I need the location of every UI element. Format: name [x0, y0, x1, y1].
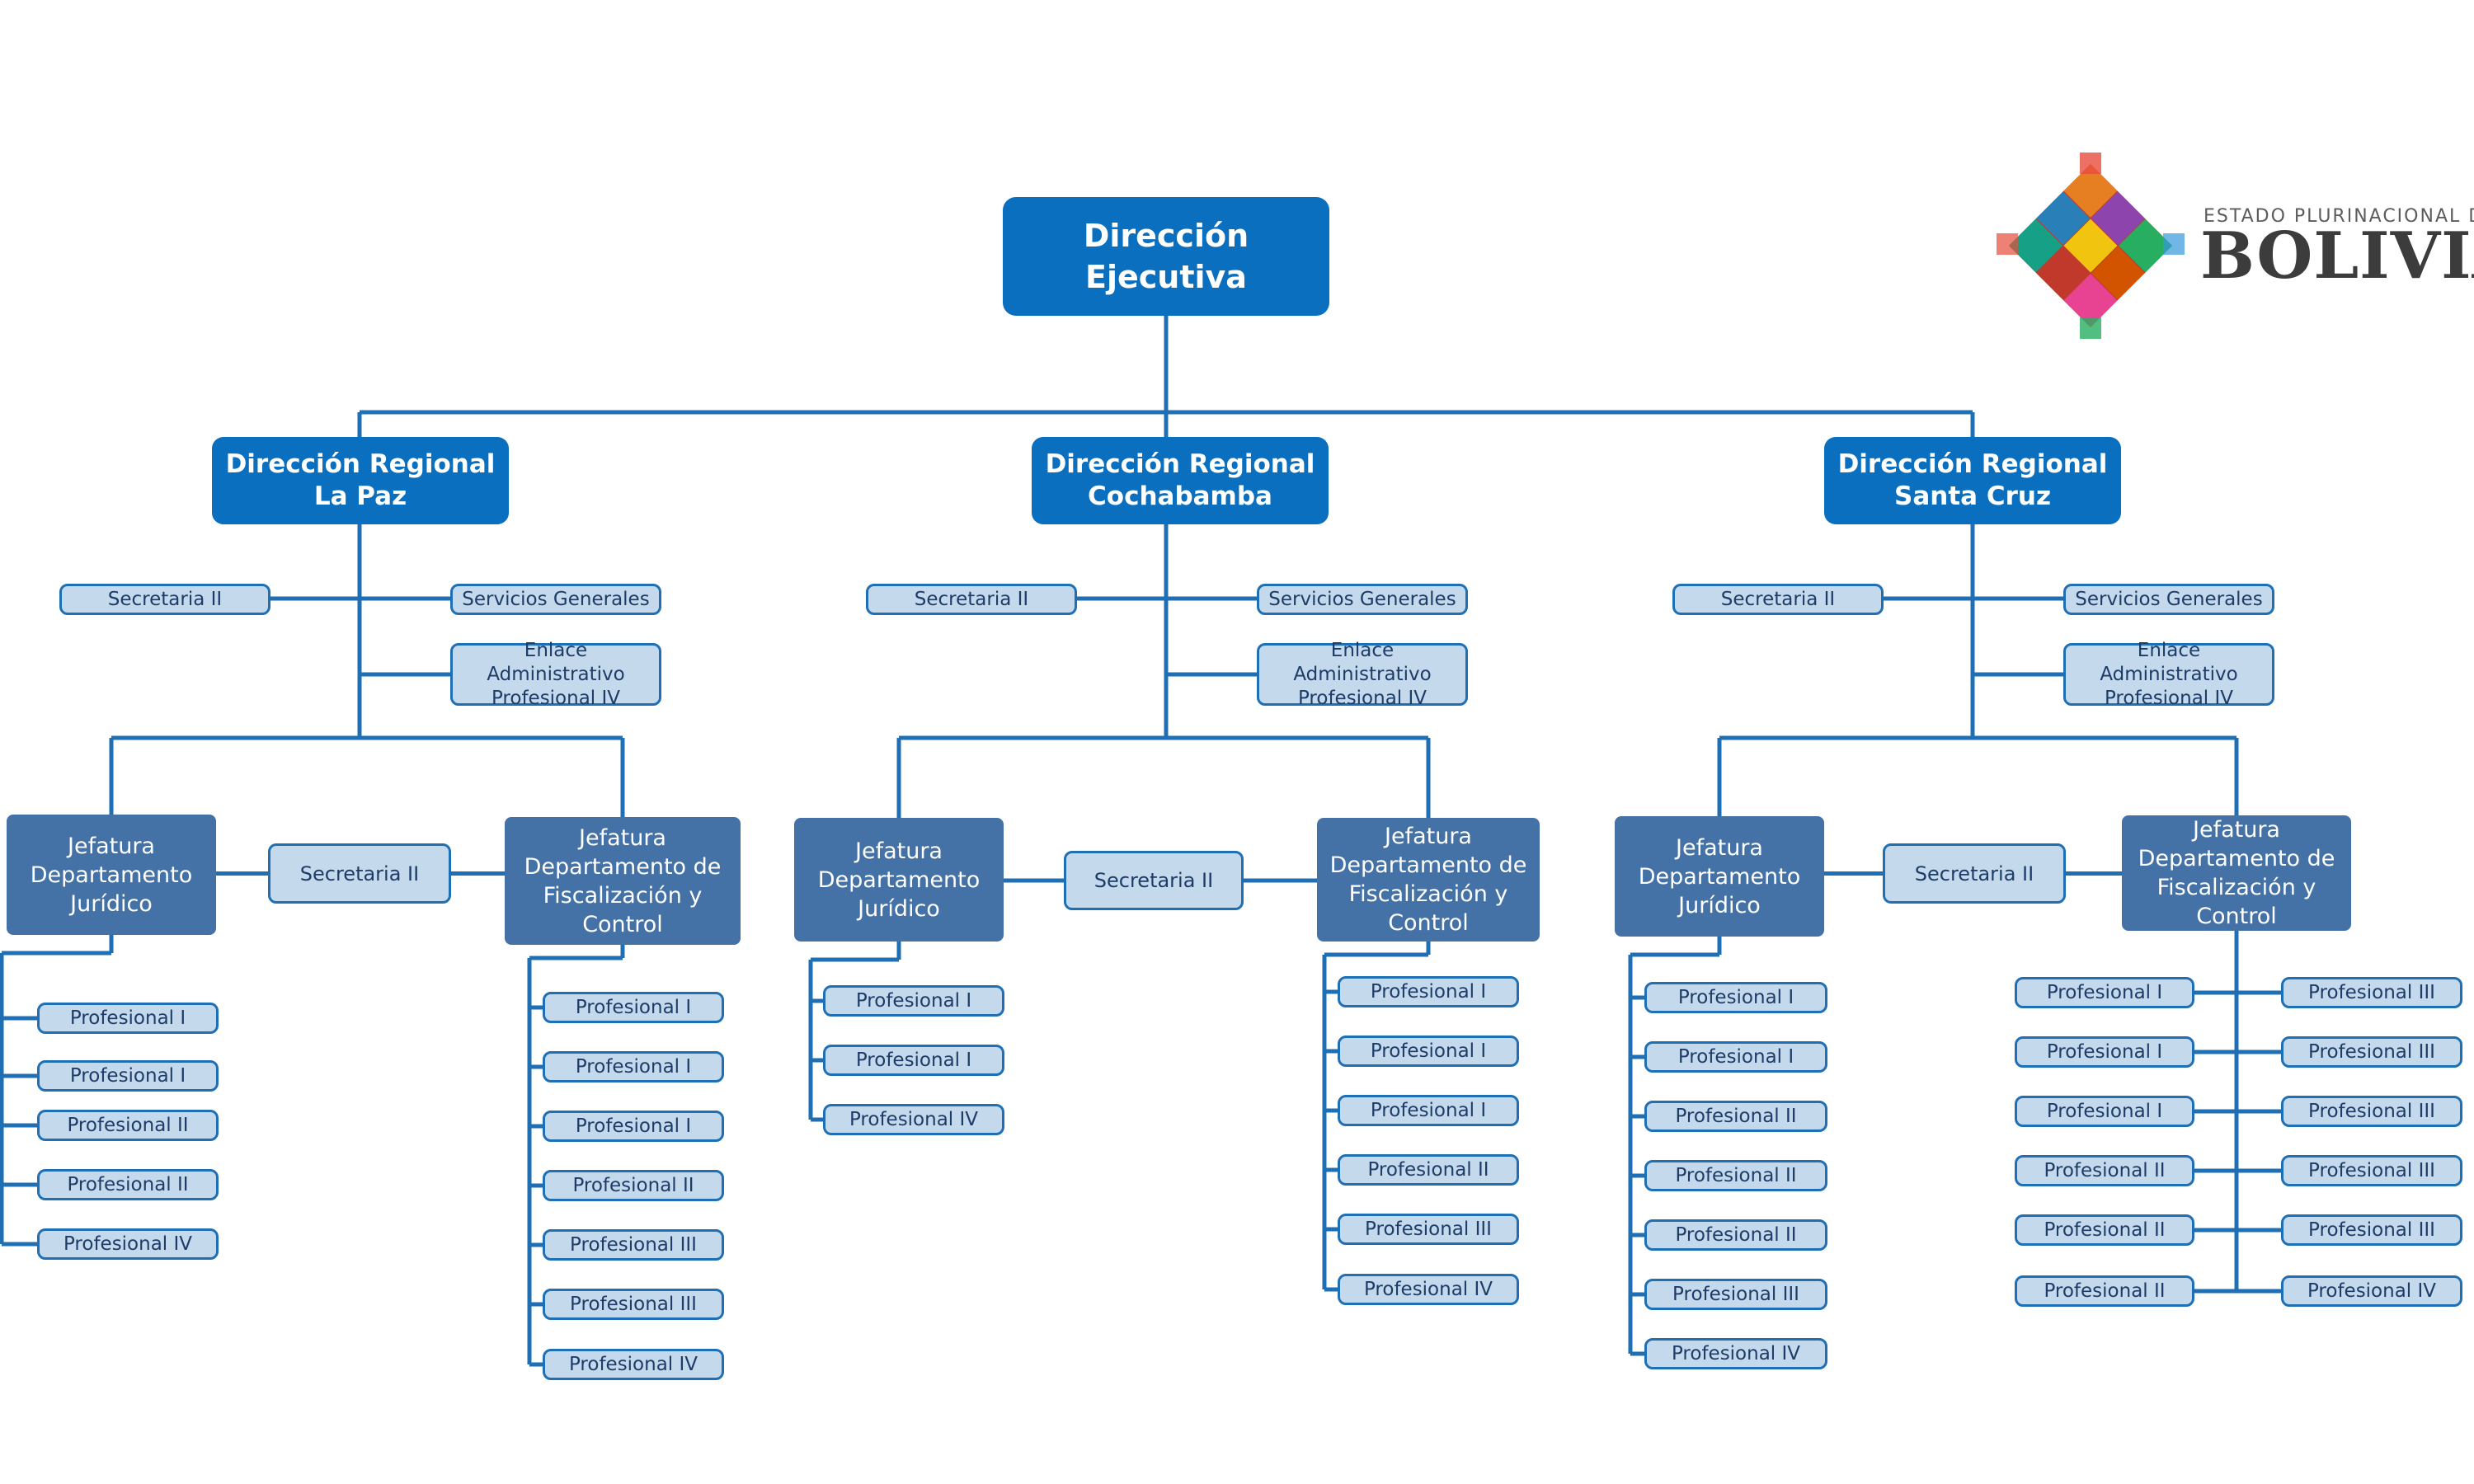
profesional-box: Profesional III — [543, 1229, 724, 1261]
jefatura-fiscalizacion-box: Jefatura Departamento de Fiscalización y… — [2122, 815, 2351, 931]
profesional-box: Profesional III — [2281, 1096, 2462, 1127]
department-secretaria-box: Secretaria II — [268, 843, 451, 904]
direccion-regional-box: Dirección Regional Santa Cruz — [1824, 437, 2121, 524]
profesional-box: Profesional III — [2281, 1155, 2462, 1186]
textile-emblem-icon — [1997, 153, 2185, 339]
profesional-box: Profesional I — [823, 1045, 1004, 1076]
profesional-box: Profesional III — [1644, 1279, 1827, 1310]
profesional-box: Profesional I — [2015, 977, 2194, 1008]
profesional-box: Profesional II — [2015, 1275, 2194, 1307]
profesional-box: Profesional I — [543, 1051, 724, 1082]
profesional-box: Profesional IV — [543, 1349, 724, 1380]
profesional-box: Profesional I — [1644, 982, 1827, 1013]
profesional-box: Profesional III — [1338, 1214, 1519, 1245]
profesional-box: Profesional I — [1338, 976, 1519, 1007]
enlace-administrativo-box: Enlace Administrativo Profesional IV — [2063, 640, 2274, 709]
profesional-box: Profesional II — [2015, 1214, 2194, 1246]
profesional-box: Profesional IV — [37, 1228, 219, 1260]
secretaria-box: Secretaria II — [866, 584, 1077, 615]
secretaria-box: Secretaria II — [59, 584, 270, 615]
profesional-box: Profesional I — [37, 1060, 219, 1092]
profesional-box: Profesional I — [1338, 1095, 1519, 1126]
enlace-administrativo-box: Enlace Administrativo Profesional IV — [1257, 640, 1468, 709]
profesional-box: Profesional III — [2281, 1036, 2462, 1068]
logo-subtitle: ESTADO PLURINACIONAL DE — [2204, 206, 2474, 227]
profesional-box: Profesional II — [37, 1110, 219, 1141]
profesional-box: Profesional I — [543, 992, 724, 1023]
department-secretaria-box: Secretaria II — [1064, 851, 1244, 910]
profesional-box: Profesional II — [543, 1170, 724, 1201]
profesional-box: Profesional III — [2281, 977, 2462, 1008]
profesional-box: Profesional II — [1644, 1219, 1827, 1251]
profesional-box: Profesional III — [543, 1289, 724, 1320]
servicios-generales-box: Servicios Generales — [450, 584, 661, 615]
profesional-box: Profesional II — [2015, 1155, 2194, 1186]
jefatura-juridico-box: Jefatura Departamento Jurídico — [1615, 816, 1824, 937]
profesional-box: Profesional I — [2015, 1036, 2194, 1068]
profesional-box: Profesional I — [823, 985, 1004, 1017]
profesional-box: Profesional III — [2281, 1214, 2462, 1246]
direccion-regional-box: Dirección Regional Cochabamba — [1032, 437, 1329, 524]
jefatura-fiscalizacion-box: Jefatura Departamento de Fiscalización y… — [1317, 818, 1540, 942]
jefatura-fiscalizacion-box: Jefatura Departamento de Fiscalización y… — [505, 817, 741, 945]
profesional-box: Profesional I — [2015, 1096, 2194, 1127]
servicios-generales-box: Servicios Generales — [2063, 584, 2274, 615]
profesional-box: Profesional I — [543, 1111, 724, 1142]
profesional-box: Profesional I — [1338, 1036, 1519, 1067]
enlace-administrativo-box: Enlace Administrativo Profesional IV — [450, 640, 661, 709]
jefatura-juridico-box: Jefatura Departamento Jurídico — [7, 815, 216, 935]
profesional-box: Profesional II — [1644, 1160, 1827, 1191]
department-secretaria-box: Secretaria II — [1883, 843, 2066, 904]
profesional-box: Profesional IV — [1338, 1274, 1519, 1305]
profesional-box: Profesional II — [1644, 1101, 1827, 1132]
profesional-box: Profesional II — [1338, 1154, 1519, 1186]
profesional-box: Profesional II — [37, 1169, 219, 1200]
profesional-box: Profesional IV — [2281, 1275, 2462, 1307]
logo-title: BOLIVIA — [2200, 218, 2474, 294]
direccion-regional-box: Dirección Regional La Paz — [212, 437, 509, 524]
profesional-box: Profesional IV — [1644, 1338, 1827, 1369]
profesional-box: Profesional I — [37, 1003, 219, 1034]
profesional-box: Profesional I — [1644, 1041, 1827, 1073]
direccion-ejecutiva-box: Dirección Ejecutiva — [1003, 197, 1329, 316]
servicios-generales-box: Servicios Generales — [1257, 584, 1468, 615]
bolivia-logo: ESTADO PLURINACIONAL DE BOLIVIA — [1992, 151, 2474, 340]
jefatura-juridico-box: Jefatura Departamento Jurídico — [794, 818, 1004, 942]
profesional-box: Profesional IV — [823, 1104, 1004, 1135]
secretaria-box: Secretaria II — [1672, 584, 1884, 615]
